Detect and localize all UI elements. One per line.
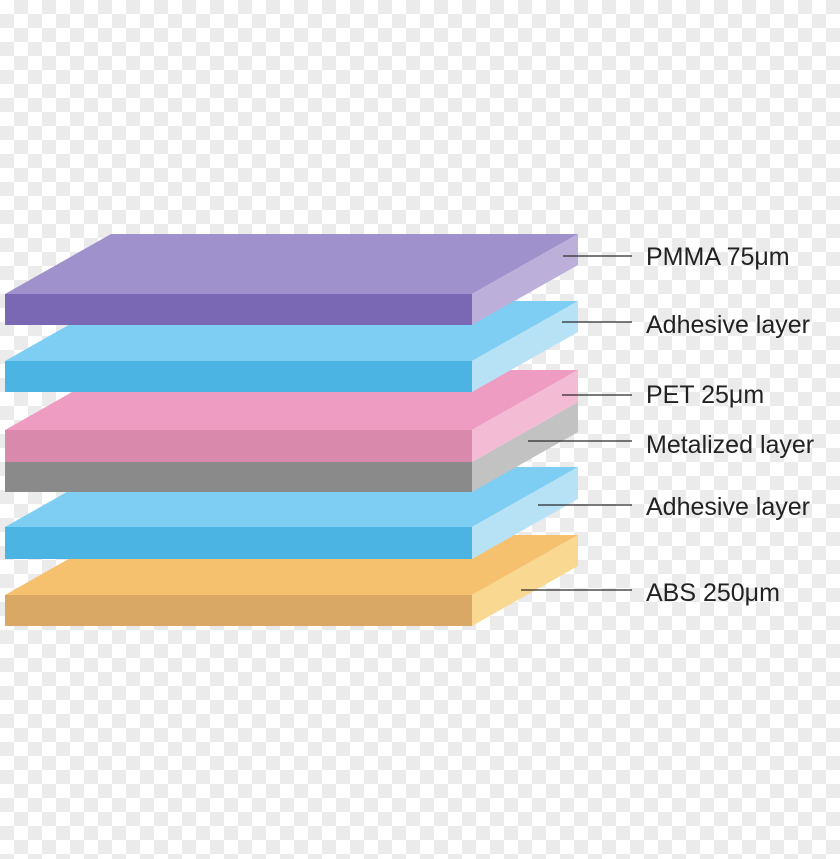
metalized-layer-front <box>5 462 472 492</box>
adhesive-top-side <box>472 301 578 392</box>
metalized-layer <box>5 402 578 492</box>
pet-layer-front <box>5 430 472 462</box>
abs-layer-front <box>5 595 472 626</box>
pmma-label: PMMA 75μm <box>646 243 790 271</box>
pmma-layer-side <box>472 234 578 325</box>
adhesive-bottom-side <box>472 467 578 559</box>
adhesive-bottom-front <box>5 527 472 559</box>
adhesive-bottom-label: Adhesive layer <box>646 493 810 521</box>
pet-label: PET 25μm <box>646 381 764 409</box>
metalized-layer-side <box>472 402 578 492</box>
abs-label: ABS 250μm <box>646 579 780 607</box>
abs-layer-side <box>472 535 578 626</box>
adhesive-top-label: Adhesive layer <box>646 311 810 339</box>
pmma-layer-front <box>5 294 472 325</box>
pmma-layer <box>5 234 578 325</box>
metalized-label: Metalized layer <box>646 431 814 459</box>
pet-layer-side <box>472 370 578 462</box>
adhesive-top-front <box>5 361 472 392</box>
pmma-layer-top <box>5 234 578 294</box>
